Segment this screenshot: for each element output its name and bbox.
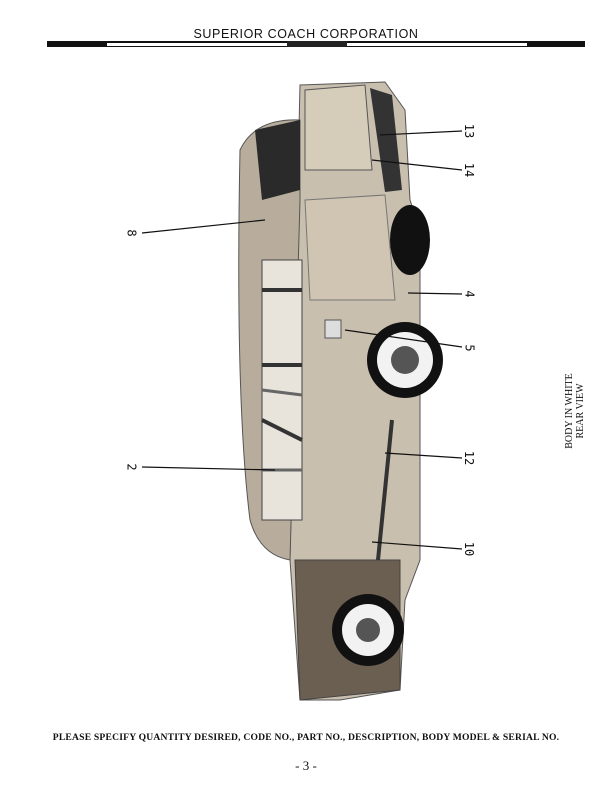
page-number: - 3 - [295, 758, 317, 773]
callout-8: 8 [124, 229, 139, 237]
callout-13: 13 [462, 123, 477, 139]
photo-caption: BODY IN WHITE REAR VIEW [564, 356, 586, 466]
page-header-title: SUPERIOR COACH CORPORATION [193, 27, 419, 41]
footer-instruction: PLEASE SPECIFY QUANTITY DESIRED, CODE NO… [52, 732, 560, 743]
leader-lines [141, 130, 463, 550]
callout-4: 4 [462, 290, 477, 298]
callout-14: 14 [462, 162, 477, 178]
callout-2: 2 [124, 463, 139, 471]
callout-5: 5 [462, 344, 477, 352]
callout-10: 10 [462, 541, 477, 557]
caption-line-2: REAR VIEW [575, 383, 586, 439]
callout-12: 12 [462, 450, 477, 466]
caption-line-1: BODY IN WHITE [564, 373, 575, 449]
